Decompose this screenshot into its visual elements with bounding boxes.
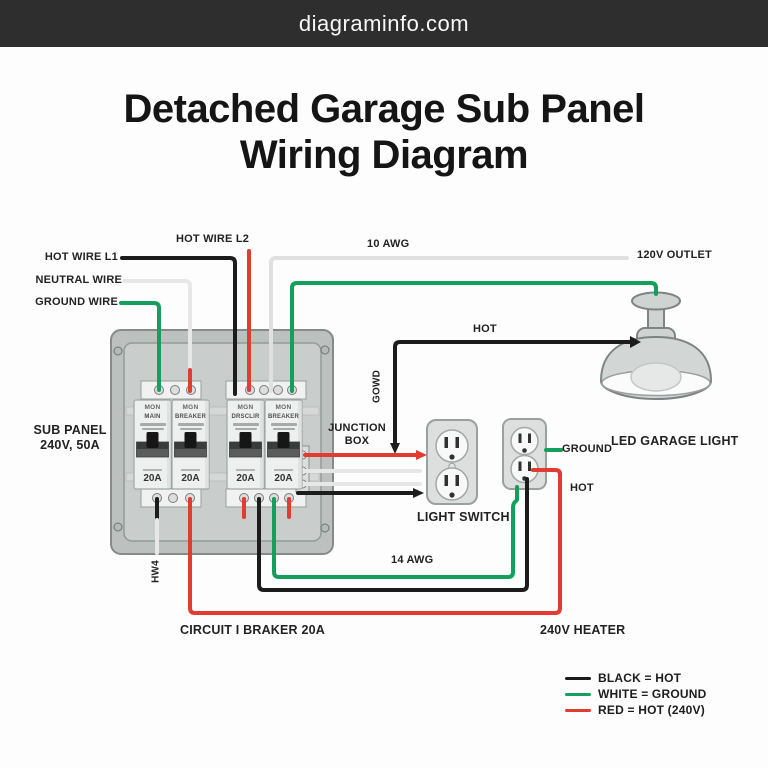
breaker-3	[226, 399, 265, 490]
legend-red-swatch	[565, 708, 591, 712]
label-ground-wire: GROUND WIRE	[35, 296, 118, 308]
breaker-1	[133, 399, 172, 490]
legend-row-black: BLACK = HOT	[565, 670, 706, 686]
ground-14awg-wire	[272, 485, 519, 579]
label-14-awg: 14 AWG	[391, 554, 434, 566]
label-240v-heater: 240V HEATER	[540, 623, 626, 637]
label-120v-outlet: 120V OUTLET	[637, 249, 712, 261]
neutral-wire	[122, 279, 192, 374]
label-junction-box: JUNCTION BOX	[328, 422, 386, 447]
label-sub-panel: SUB PANEL 240V, 50A	[33, 423, 107, 452]
label-hot-wire-l2: HOT WIRE L2	[176, 233, 250, 245]
breaker-2	[171, 399, 210, 490]
breaker-4-labels: MON BREAKER 20A	[267, 404, 300, 484]
label-light-switch: LIGHT SWITCH	[417, 510, 510, 524]
wires	[119, 249, 658, 615]
terminal-strips	[140, 380, 307, 508]
label-led-garage-light: LED GARAGE LIGHT	[611, 434, 739, 448]
hot-to-light-wire	[393, 340, 634, 449]
breaker-2-labels: MGN BREAKER 20A	[174, 404, 207, 484]
legend-black-swatch	[565, 676, 591, 680]
header-bar: diagraminfo.com	[0, 0, 768, 47]
label-hot-wire-l1: HOT WIRE L1	[44, 251, 118, 263]
label-ground-right: GROUND	[562, 443, 613, 455]
din-rail-top	[125, 406, 320, 416]
label-gowd-vertical: GOWD	[371, 369, 383, 404]
ceiling-light-fixture	[599, 291, 713, 401]
din-rail-bottom	[125, 472, 320, 482]
page-title-line2: Wiring Diagram	[239, 133, 529, 177]
breaker-1-labels: MON MAIN 20A	[134, 400, 171, 489]
light-switch-outlet	[426, 419, 478, 505]
legend-row-red: RED = HOT (240V)	[565, 702, 706, 718]
label-10-awg: 10 AWG	[367, 238, 410, 250]
breaker-3-labels: MGN DRSCLIR 20A	[231, 404, 260, 484]
label-circuit-breaker-20a: CIRCUIT I BRAKER 20A	[180, 623, 325, 637]
heater-240v-wire	[188, 468, 562, 615]
panel-corner-screws	[113, 345, 330, 533]
led-outlet	[502, 418, 547, 490]
breaker-4	[264, 399, 303, 490]
label-hot-right: HOT	[570, 482, 594, 494]
page-title-line1: Detached Garage Sub Panel	[123, 87, 645, 131]
wire-color-legend: BLACK = HOT WHITE = GROUND RED = HOT (24…	[565, 670, 706, 718]
page-title: Detached Garage Sub Panel Wiring Diagram	[0, 86, 768, 178]
legend-row-white: WHITE = GROUND	[565, 686, 706, 702]
label-white-vertical: HW4	[150, 560, 162, 583]
hot-14awg-wire	[257, 477, 529, 592]
hot-l1-wire	[120, 256, 237, 396]
site-title: diagraminfo.com	[298, 10, 470, 36]
ground-feed-wire	[119, 301, 161, 392]
breaker-bodies	[133, 399, 303, 490]
legend-green-swatch	[565, 692, 591, 696]
label-neutral-wire: NEUTRAL WIRE	[35, 274, 122, 286]
label-hot-top: HOT	[473, 323, 497, 335]
awg10-wire	[269, 256, 629, 393]
ground-to-light-wire	[290, 281, 658, 393]
